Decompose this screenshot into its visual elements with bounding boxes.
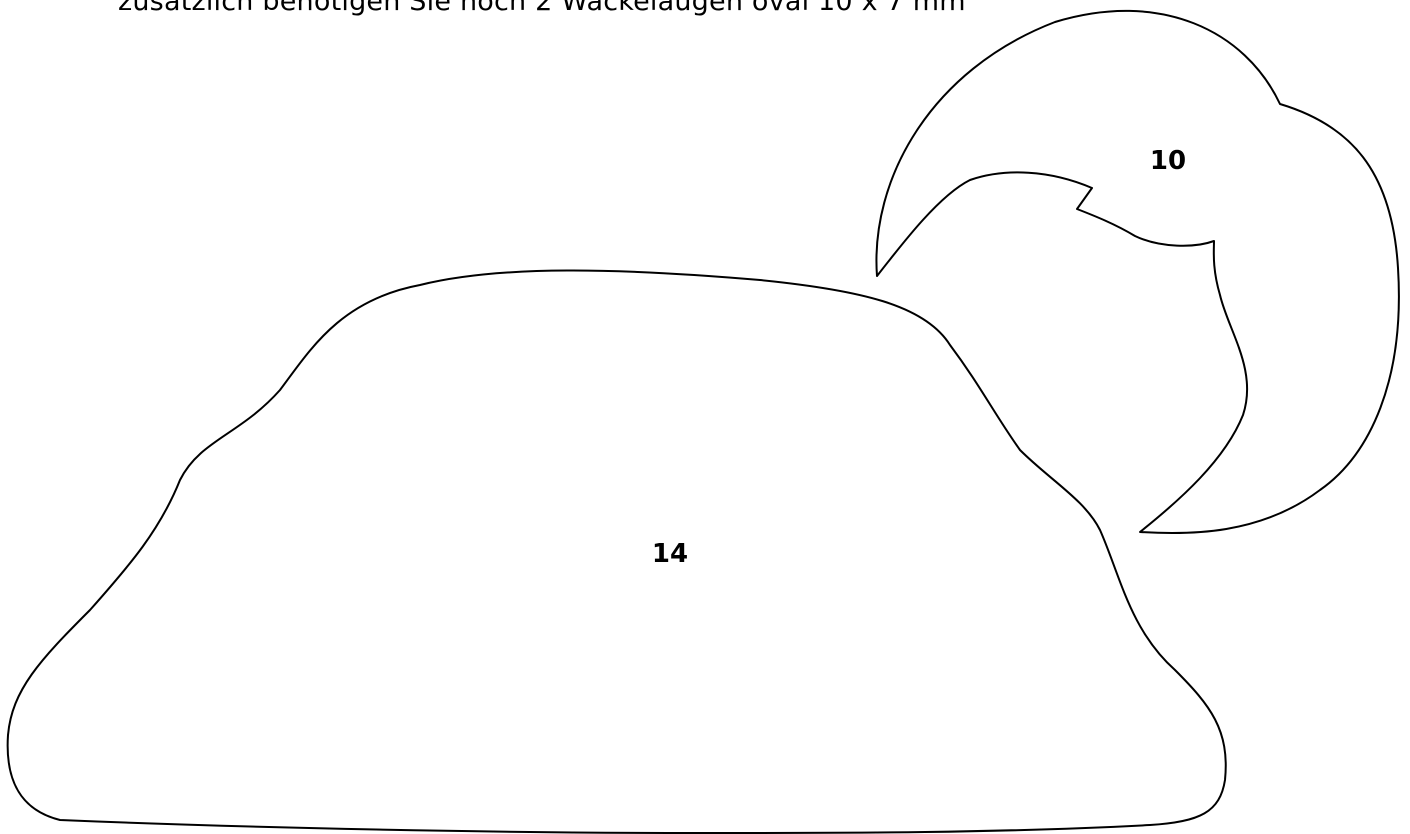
piece-head: 10 <box>875 9 1400 535</box>
piece-body: 14 <box>6 269 1227 834</box>
instruction-text: zusätzlich benötigen Sie noch 2 Wackelau… <box>118 0 966 17</box>
body-piece-number: 14 <box>652 539 688 569</box>
body-outline <box>6 269 1227 834</box>
head-piece-number: 10 <box>1150 146 1186 176</box>
head-outline <box>875 9 1400 535</box>
